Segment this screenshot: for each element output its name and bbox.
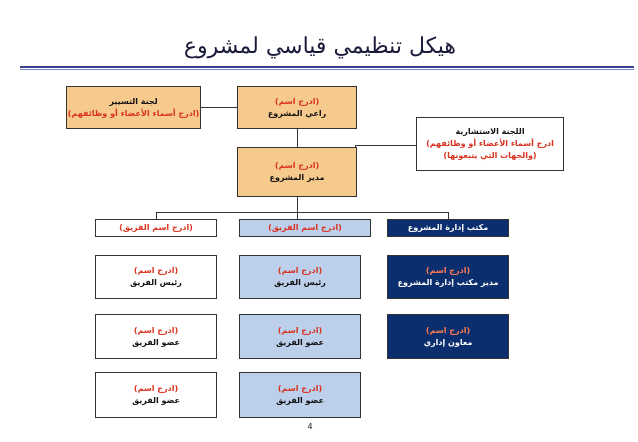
pmo-manager-box: (ادرج اسم) مدير مكتب إدارة المشروع bbox=[387, 255, 509, 299]
connector-left-drop bbox=[156, 212, 157, 219]
steering-placeholder: (ادرج أسماء الأعضاء أو وظائفهم) bbox=[67, 108, 200, 118]
page-title: هيكل تنظيمي قياسي لمشروع bbox=[183, 34, 456, 59]
team-mid-lead-box: (ادرج اسم) رئيس الفريق bbox=[239, 255, 361, 299]
connector-sponsor-manager bbox=[297, 129, 298, 147]
team-left-name: (ادرج اسم الفريق) bbox=[119, 223, 193, 232]
pmo-manager-role: مدير مكتب إدارة المشروع bbox=[397, 278, 499, 287]
steering-title: لجنة التسيير bbox=[109, 96, 158, 106]
admin-assistant-box: (ادرج اسم) معاون إداري bbox=[387, 314, 509, 359]
page-number: 4 bbox=[307, 422, 313, 431]
pmo-name: مكتب إدارة المشروع bbox=[407, 223, 489, 232]
team-left-member-role: عضو الفريق bbox=[132, 337, 180, 347]
team-left-member-box: (ادرج اسم) عضو الفريق bbox=[95, 372, 217, 418]
team-mid-name: (ادرج اسم الفريق) bbox=[268, 223, 342, 232]
sponsor-placeholder: (ادرج اسم) bbox=[274, 96, 320, 106]
team-mid-member-box: (ادرج اسم) عضو الفريق bbox=[239, 372, 361, 418]
team-mid-member-role: عضو الفريق bbox=[276, 337, 324, 347]
team-mid-lead-placeholder: (ادرج اسم) bbox=[277, 266, 323, 275]
steering-committee-box: لجنة التسيير (ادرج أسماء الأعضاء أو وظائ… bbox=[66, 86, 201, 129]
connector-steering-sponsor bbox=[201, 107, 237, 108]
project-sponsor-box: (ادرج اسم) راعي المشروع bbox=[237, 86, 357, 129]
connector-teams-bar bbox=[156, 212, 448, 213]
pmo-header: مكتب إدارة المشروع bbox=[387, 219, 509, 237]
team-mid-member-box: (ادرج اسم) عضو الفريق bbox=[239, 314, 361, 359]
title-rule bbox=[20, 66, 634, 68]
team-left-member-box: (ادرج اسم) عضو الفريق bbox=[95, 314, 217, 359]
team-mid-header: (ادرج اسم الفريق) bbox=[239, 219, 371, 237]
title-rule-thin bbox=[20, 69, 634, 70]
team-mid-member-placeholder: (ادرج اسم) bbox=[277, 325, 323, 335]
team-left-member-placeholder: (ادرج اسم) bbox=[133, 325, 179, 335]
admin-assistant-placeholder: (ادرج اسم) bbox=[425, 325, 471, 335]
admin-assistant-role: معاون إداري bbox=[423, 337, 473, 347]
team-left-member-placeholder: (ادرج اسم) bbox=[133, 384, 179, 393]
team-mid-lead-role: رئيس الفريق bbox=[274, 278, 326, 287]
advisory-placeholder-2: (والجهات التي يتبعونها) bbox=[443, 151, 537, 160]
manager-placeholder: (ادرج اسم) bbox=[274, 161, 320, 170]
connector-manager-down bbox=[297, 197, 298, 219]
manager-role: مدير المشروع bbox=[269, 173, 325, 182]
pmo-manager-placeholder: (ادرج اسم) bbox=[425, 266, 471, 275]
advisory-title: اللجنة الاستشارية bbox=[455, 127, 525, 136]
team-left-lead-role: رئيس الفريق bbox=[130, 278, 182, 287]
team-mid-member-placeholder: (ادرج اسم) bbox=[277, 384, 323, 393]
sponsor-role: راعي المشروع bbox=[267, 108, 327, 118]
team-left-member-role: عضو الفريق bbox=[132, 396, 180, 405]
project-manager-box: (ادرج اسم) مدير المشروع bbox=[237, 147, 357, 197]
connector-advisory bbox=[355, 145, 416, 146]
advisory-committee-box: اللجنة الاستشارية ادرج أسماء الأعضاء أو … bbox=[416, 117, 564, 171]
team-left-lead-box: (ادرج اسم) رئيس الفريق bbox=[95, 255, 217, 299]
team-mid-member-role: عضو الفريق bbox=[276, 396, 324, 405]
team-left-lead-placeholder: (ادرج اسم) bbox=[133, 266, 179, 275]
advisory-placeholder-1: ادرج أسماء الأعضاء أو وظائفهم) bbox=[426, 139, 554, 148]
connector-right-drop bbox=[448, 212, 449, 219]
team-left-header: (ادرج اسم الفريق) bbox=[95, 219, 217, 237]
